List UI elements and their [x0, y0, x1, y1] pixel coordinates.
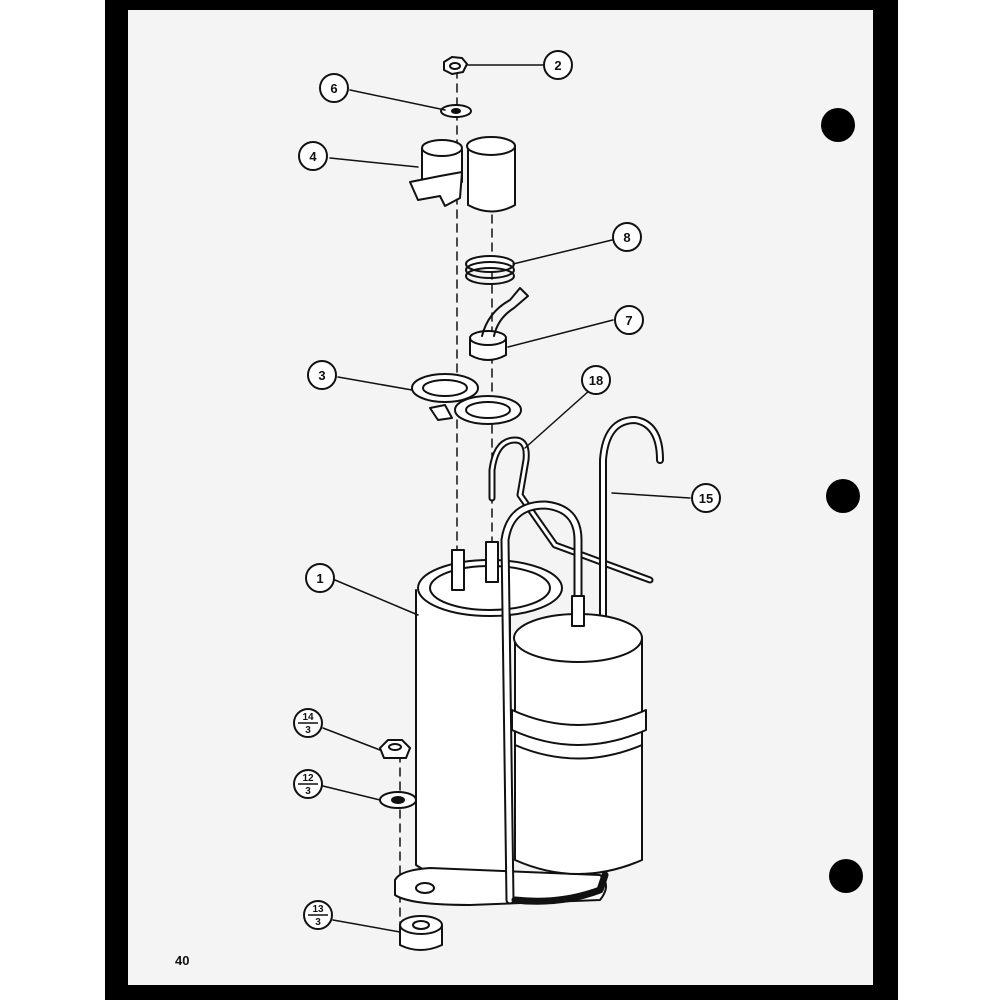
part-accumulator	[511, 595, 647, 875]
callout-label-7: 7	[625, 313, 632, 328]
fraction-bottom-13: 3	[315, 917, 321, 928]
part-spring	[465, 255, 515, 285]
callout-circle-6	[319, 73, 349, 103]
callout-circle-7	[614, 305, 644, 335]
binder-hole-top	[821, 108, 855, 142]
fraction-top-14: 14	[302, 712, 314, 723]
callout-label-15: 15	[699, 491, 713, 506]
fraction-bottom-12: 3	[305, 786, 311, 797]
part-compressor	[394, 500, 609, 906]
part-tube-15	[599, 416, 664, 624]
part-terminal-cover	[409, 136, 516, 213]
part-washer	[440, 104, 472, 118]
callout-circle-18	[581, 365, 611, 395]
part-rubber-grommet	[399, 915, 443, 951]
callout-circle-1	[305, 563, 335, 593]
callout-label-8: 8	[623, 230, 630, 245]
callout-circle-2	[543, 50, 573, 80]
callout-label-3: 3	[318, 368, 325, 383]
fraction-top-12: 12	[302, 773, 314, 784]
callout-label-18: 18	[589, 373, 603, 388]
part-nut	[443, 56, 468, 75]
callout-label-4: 4	[309, 149, 317, 164]
callout-circle-3	[307, 360, 337, 390]
fraction-bottom-14: 3	[305, 725, 311, 736]
fraction-top-13: 13	[312, 904, 324, 915]
callout-circle-8	[612, 222, 642, 252]
page-number: 40	[175, 953, 189, 968]
part-gasket	[411, 373, 522, 425]
callout-label-1: 1	[316, 571, 323, 586]
callout-circle-15	[691, 483, 721, 513]
part-mount-washer	[379, 791, 417, 809]
callout-label-2: 2	[554, 58, 561, 73]
binder-hole-middle	[826, 479, 860, 513]
binder-hole-bottom	[829, 859, 863, 893]
callout-circle-4	[298, 141, 328, 171]
callout-label-6: 6	[330, 81, 337, 96]
part-overload-protector	[469, 287, 529, 361]
part-grommet-nut	[379, 739, 411, 759]
